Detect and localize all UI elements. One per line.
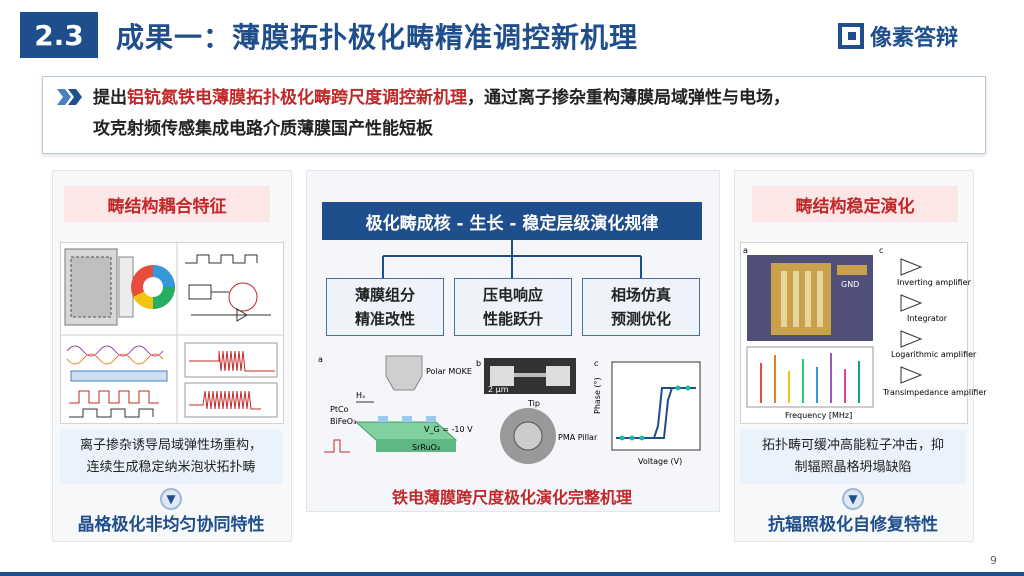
slide-number: 2.3 — [34, 18, 84, 52]
left-figure-graphic — [61, 243, 283, 423]
right-caption: 拓扑畴可缓冲高能粒子冲击，抑 制辐照晶格坍塌缺陷 — [740, 430, 966, 484]
sub-box-composition: 薄膜组分精准改性 — [326, 278, 444, 336]
inverting-label: Inverting amplifier — [897, 278, 972, 287]
integrator-label: Integrator — [907, 314, 948, 323]
bottom-bar — [0, 572, 1024, 576]
bifeo3-label: BiFeO₃ — [330, 417, 356, 426]
left-chevron-down-icon: ▼ — [160, 488, 182, 510]
log-label: Logarithmic amplifier — [891, 350, 977, 359]
summary-line-2: 攻克射频传感集成电路介质薄膜国产性能短板 — [93, 119, 433, 139]
brand-logo: 像素答辩 — [838, 20, 958, 52]
summary-text: 提出铝钪氮铁电薄膜拓扑极化畴跨尺度调控新机理，通过离子掺杂重构薄膜局域弹性与电场… — [93, 83, 978, 145]
scale-label: 2 μm — [488, 385, 509, 394]
logo-icon — [838, 23, 864, 49]
center-figure-c: c Phase (°) Voltage (V) — [592, 356, 704, 470]
connector-lines — [382, 240, 642, 278]
voltage-label: Voltage (V) — [638, 457, 682, 466]
tip-label: Tip — [527, 399, 540, 408]
fig-b-label: b — [476, 359, 481, 368]
center-caption: 铁电薄膜跨尺度极化演化完整机理 — [391, 488, 632, 507]
sub-box-phasefield: 相场仿真预测优化 — [582, 278, 700, 336]
summary-line-1: 提出铝钪氮铁电薄膜拓扑极化畴跨尺度调控新机理，通过离子掺杂重构薄膜局域弹性与电场… — [93, 88, 790, 108]
logo-text: 像素答辩 — [870, 26, 959, 51]
ptco-label: PtCo — [330, 405, 349, 414]
spectrum-spikes — [760, 353, 860, 403]
center-figure-b: b 2 μm Tip PMA Pillar — [474, 356, 598, 470]
page-title: 成果一：薄膜拓扑极化畴精准调控新机理 — [116, 21, 639, 54]
left-figure-grid — [60, 242, 284, 424]
phase-label: Phase (°) — [593, 377, 602, 414]
right-bottom-label: 抗辐照极化自修复特性 — [768, 515, 938, 535]
center-figure-a: a Polar MOKE PtCo BiFeO₃ SrRuO₃ Hₓ V_G =… — [316, 352, 473, 472]
gnd-label: GND — [841, 280, 859, 289]
srruo3-label: SrRuO₃ — [412, 443, 440, 452]
polar-moke-label: Polar MOKE — [426, 367, 472, 376]
fig-a-label: a — [318, 355, 323, 364]
transimpedance-label: Transimpedance amplifier — [882, 388, 987, 397]
pma-label: PMA Pillar — [558, 433, 598, 442]
center-panel-heading: 极化畴成核 - 生长 - 稳定层级演化规律 — [322, 202, 702, 240]
double-chevron-right-icon — [57, 89, 82, 105]
left-caption: 离子掺杂诱导局域弹性场重构， 连续生成稳定纳米泡状拓扑畴 — [60, 430, 282, 484]
right-chevron-down-icon: ▼ — [842, 488, 864, 510]
fig-c-label: c — [594, 359, 598, 368]
fig-a-right-label: a — [743, 246, 748, 255]
slide-number-badge: 2.3 — [20, 12, 98, 58]
sub-box-piezo: 压电响应性能跃升 — [454, 278, 572, 336]
frequency-label: Frequency [MHz] — [785, 411, 852, 420]
right-figure-grid: a GND c Inverting amplifier Integrator L… — [740, 242, 987, 424]
page-number: 9 — [990, 554, 997, 567]
left-panel-title: 畴结构耦合特征 — [64, 186, 270, 222]
fig-c-right-label: c — [879, 246, 883, 255]
vg-label: V_G = -10 V — [424, 425, 473, 434]
right-panel-title: 畴结构稳定演化 — [752, 186, 958, 222]
left-bottom-label: 晶格极化非均匀协同特性 — [77, 515, 265, 535]
summary-highlight: 铝钪氮铁电薄膜拓扑极化畴跨尺度调控新机理 — [127, 88, 467, 108]
hx-label: Hₓ — [356, 391, 366, 400]
summary-box: 提出铝钪氮铁电薄膜拓扑极化畴跨尺度调控新机理，通过离子掺杂重构薄膜局域弹性与电场… — [42, 76, 986, 154]
